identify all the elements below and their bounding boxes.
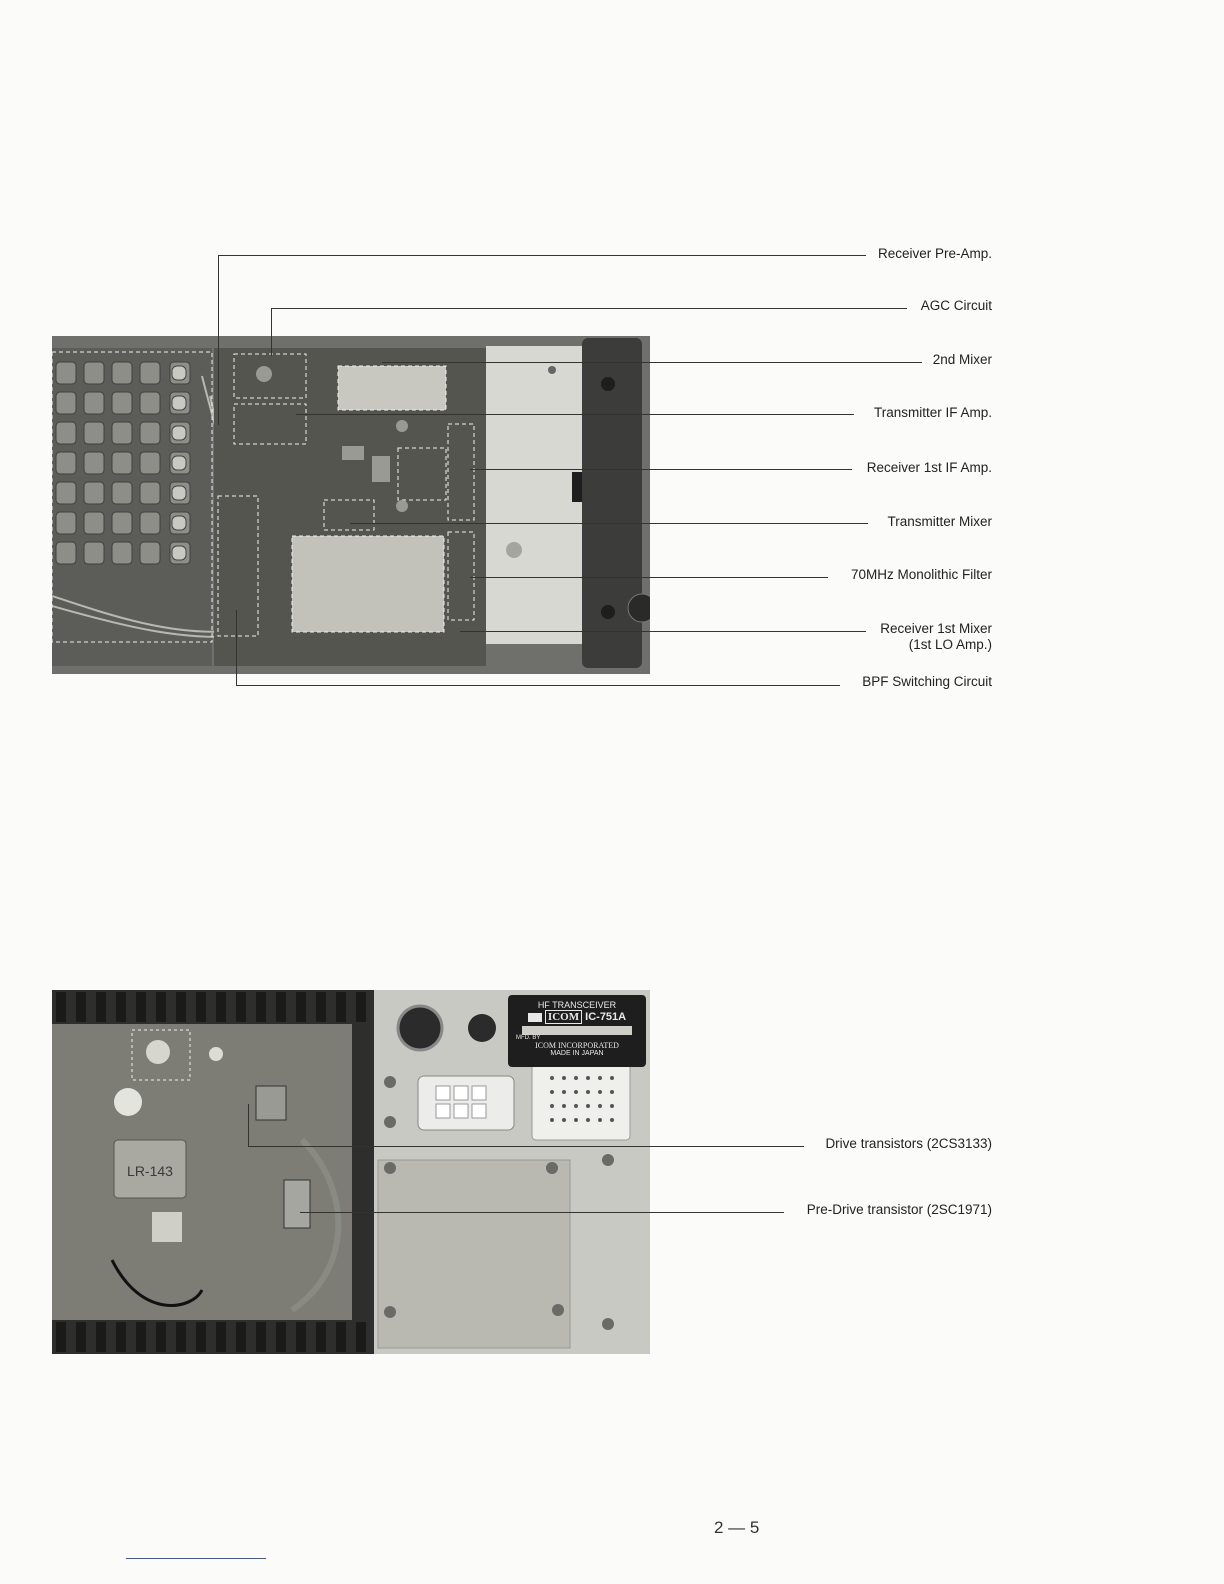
leader-pre-drive-transistor xyxy=(300,1212,784,1213)
leader-agc-circuit-drop xyxy=(271,308,272,356)
leader-receiver-1st-mixer xyxy=(460,631,866,632)
nameplate-maker: ICOM INCORPORATED xyxy=(535,1041,619,1050)
leader-receiver-pre-amp-drop xyxy=(218,255,219,425)
leader-2nd-mixer xyxy=(382,362,922,363)
callout-transmitter-if-amp: Transmitter IF Amp. xyxy=(873,405,992,420)
leader-drive-transistors xyxy=(248,1146,804,1147)
leader-agc-circuit xyxy=(271,308,907,309)
nameplate-model: IC-751A xyxy=(585,1011,627,1023)
callout-drive-transistors: Drive transistors (2CS3133) xyxy=(825,1136,992,1151)
callout-bpf-switching-circuit: BPF Switching Circuit xyxy=(862,674,992,689)
leader-receiver-pre-amp xyxy=(218,255,866,256)
footer-rule xyxy=(126,1558,266,1559)
callout-receiver-1st-mixer-line1: Receiver 1st Mixer xyxy=(880,621,992,636)
nameplate-mfd: MFD. BY xyxy=(516,1035,541,1041)
icom-logo-icon xyxy=(527,1012,542,1022)
nameplate-origin: MADE IN JAPAN xyxy=(550,1050,604,1057)
transceiver-top-photo xyxy=(52,336,650,674)
callout-receiver-1st-mixer-line2: (1st LO Amp.) xyxy=(908,637,992,652)
nameplate-line1: HF TRANSCEIVER xyxy=(537,1000,617,1010)
callout-agc-circuit: AGC Circuit xyxy=(920,298,992,313)
model-nameplate: HF TRANSCEIVER ICOM IC-751A MFD. BY ICOM… xyxy=(508,995,646,1067)
leader-drive-transistors-drop xyxy=(248,1104,249,1146)
pcb-marking-label: LR-143 xyxy=(127,1163,173,1179)
leader-receiver-1st-if-amp xyxy=(470,469,852,470)
nameplate-brand-model: ICOM IC-751A xyxy=(508,1010,646,1024)
nameplate-serial-field xyxy=(522,1026,632,1035)
callout-transmitter-mixer: Transmitter Mixer xyxy=(887,514,992,529)
callout-pre-drive-transistor: Pre-Drive transistor (2SC1971) xyxy=(806,1202,992,1217)
pcb-top-view-illustration xyxy=(52,336,650,674)
callout-receiver-1st-if-amp: Receiver 1st IF Amp. xyxy=(866,460,992,475)
leader-transmitter-if-amp xyxy=(296,414,854,415)
leader-bpf-switching xyxy=(236,685,840,686)
leader-transmitter-mixer xyxy=(350,523,868,524)
callout-receiver-1st-mixer: Receiver 1st Mixer (1st LO Amp.) xyxy=(880,621,992,653)
leader-bpf-switching-drop xyxy=(236,610,237,685)
nameplate-brand: ICOM xyxy=(544,1010,583,1024)
callout-receiver-pre-amp: Receiver Pre-Amp. xyxy=(877,246,992,261)
page-number: 2 — 5 xyxy=(714,1518,760,1537)
callout-2nd-mixer: 2nd Mixer xyxy=(932,352,992,367)
callout-70mhz-monolithic-filter: 70MHz Monolithic Filter xyxy=(850,567,992,582)
leader-70mhz-filter xyxy=(470,577,828,578)
